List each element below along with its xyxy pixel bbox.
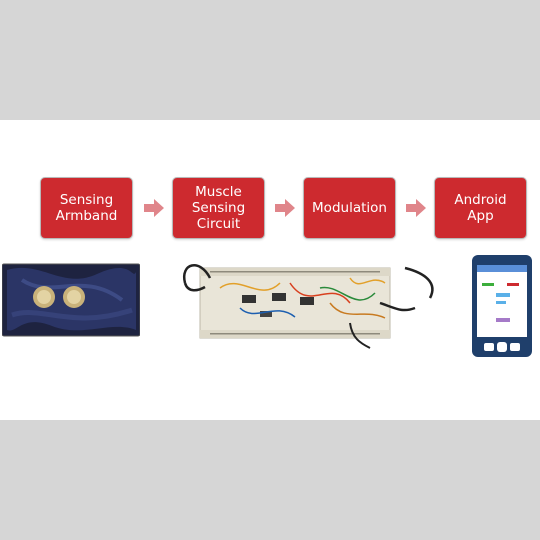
step-muscle-sensing-circuit: Muscle Sensing Circuit — [172, 177, 265, 239]
flow-panel: Sensing Armband Muscle Sensing Circuit M… — [0, 120, 540, 420]
step-label: Modulation — [312, 200, 387, 216]
step-android-app: Android App — [434, 177, 527, 239]
breadboard-photo — [182, 264, 434, 349]
armband-photo — [2, 263, 140, 337]
step-label: Android App — [454, 192, 507, 224]
right-arrow-icon — [275, 199, 295, 217]
step-label: Muscle Sensing Circuit — [191, 184, 246, 232]
step-sensing-armband: Sensing Armband — [40, 177, 133, 239]
step-modulation: Modulation — [303, 177, 396, 239]
right-arrow-icon — [406, 199, 426, 217]
smartphone-icon — [472, 255, 532, 357]
step-label: Sensing Armband — [55, 192, 118, 224]
right-arrow-icon — [144, 199, 164, 217]
